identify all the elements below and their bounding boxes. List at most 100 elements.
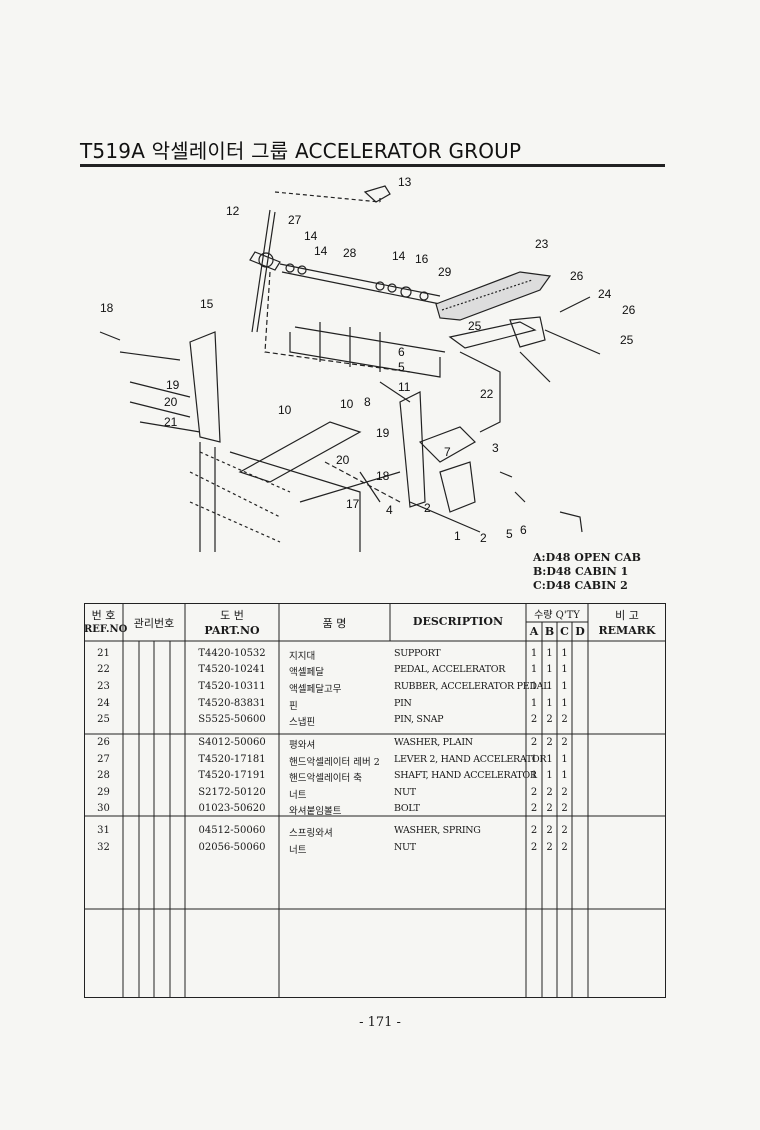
cell-name: 핀 (289, 701, 298, 712)
cell-c: 2 (561, 842, 568, 853)
title-rule (80, 164, 665, 167)
legend-item: C:D48 CABIN 2 (533, 579, 628, 592)
callout-19a: 19 (166, 378, 180, 392)
callout-19b: 19 (376, 426, 390, 440)
cell-c: 1 (561, 770, 568, 781)
cell-part: T4520-10311 (198, 681, 266, 692)
callout-8: 8 (364, 395, 371, 409)
cell-c: 1 (561, 664, 568, 675)
callout-25b: 25 (468, 319, 482, 333)
callout-14c: 14 (392, 249, 406, 263)
cell-desc: SUPPORT (394, 648, 441, 659)
cell-name: 너트 (289, 845, 307, 856)
cell-b: 1 (546, 681, 553, 692)
table-grid (84, 603, 666, 998)
cell-c: 2 (561, 825, 568, 836)
cell-part: S5525-50600 (198, 714, 266, 725)
cell-part: T4520-10241 (198, 664, 266, 675)
cell-ref: 30 (97, 803, 110, 814)
callout-18a: 18 (100, 301, 114, 315)
cell-part: T4520-17181 (198, 754, 266, 765)
cell-ref: 27 (97, 754, 110, 765)
callout-24: 24 (598, 287, 612, 301)
cell-part: S2172-50120 (198, 787, 266, 798)
cell-name: 지지대 (289, 651, 316, 662)
callout-12: 12 (226, 204, 240, 218)
callout-21: 21 (164, 415, 178, 429)
cell-b: 2 (546, 842, 553, 853)
cell-name: 와셔붙임볼트 (289, 806, 342, 817)
callout-27: 27 (288, 213, 302, 227)
header-name-ko: 품 명 (322, 617, 347, 630)
callout-5a: 5 (398, 360, 405, 374)
parts-table: 번 호 REF.NO 관리번호 도 번 PART.NO 품 명 DESCRIPT… (84, 603, 666, 998)
cell-name: 핸드악셀레이터 레버 2 (289, 757, 380, 768)
cell-a: 1 (530, 664, 538, 675)
cell-desc: PEDAL, ACCELERATOR (394, 664, 506, 675)
cell-part: T4420-10532 (198, 648, 266, 659)
cell-a: 2 (530, 803, 538, 814)
callout-4: 4 (386, 503, 393, 517)
cell-c: 2 (561, 787, 568, 798)
cell-name: 너트 (289, 790, 307, 801)
callout-13: 13 (398, 175, 412, 189)
callout-18b: 18 (376, 469, 390, 483)
cell-desc: RUBBER, ACCELERATOR PEDAL (394, 681, 550, 692)
cell-b: 1 (546, 648, 553, 659)
callout-16: 16 (415, 252, 429, 266)
cell-a: 1 (530, 648, 538, 659)
cell-a: 2 (530, 842, 538, 853)
cell-b: 1 (546, 664, 553, 675)
cell-ref: 21 (97, 648, 110, 659)
cell-part: S4012-50060 (198, 737, 266, 748)
cell-c: 1 (561, 754, 568, 765)
header-qty-d: D (575, 625, 585, 638)
cell-ref: 23 (97, 681, 110, 692)
cell-ref: 26 (97, 737, 110, 748)
cell-part: T4520-17191 (198, 770, 266, 781)
header-qty-c: C (560, 625, 569, 638)
cell-desc: WASHER, SPRING (394, 825, 481, 836)
cell-c: 1 (561, 681, 568, 692)
cell-name: 액셀페달 (289, 667, 324, 678)
legend-item: A:D48 OPEN CAB (533, 551, 641, 564)
cell-a: 2 (530, 737, 538, 748)
cell-b: 1 (546, 770, 553, 781)
cell-c: 2 (561, 803, 568, 814)
cell-part: 04512-50060 (198, 825, 266, 836)
callout-10a: 10 (278, 403, 292, 417)
cell-c: 2 (561, 714, 568, 725)
header-ref-en: REF.NO (84, 624, 128, 635)
callout-5b: 5 (506, 527, 513, 541)
callout-10b: 10 (340, 397, 354, 411)
callout-2b: 2 (480, 531, 487, 545)
header-ref-ko: 번 호 (91, 609, 116, 622)
header-remark-ko: 비 고 (615, 609, 639, 622)
cell-b: 1 (546, 754, 553, 765)
cell-name: 스냅핀 (289, 717, 316, 728)
cell-ref: 22 (97, 664, 110, 675)
cell-a: 2 (530, 825, 538, 836)
cell-desc: NUT (394, 842, 416, 853)
cell-ref: 32 (97, 842, 110, 853)
callout-15: 15 (200, 297, 214, 311)
cell-ref: 25 (97, 714, 110, 725)
cell-name: 평와셔 (289, 740, 316, 751)
callout-6b: 6 (520, 523, 527, 537)
cell-c: 2 (561, 737, 568, 748)
page-number: - 171 - (359, 1015, 401, 1030)
callout-1: 1 (454, 529, 461, 543)
cell-desc: PIN, SNAP (394, 714, 444, 725)
header-qty: 수량 Q'TY (534, 610, 580, 621)
header-part-ko: 도 번 (220, 609, 244, 622)
header-description: DESCRIPTION (412, 615, 504, 628)
callout-25a: 25 (620, 333, 634, 347)
cell-name: 핸드악셀레이터 축 (289, 773, 362, 784)
callout-6a: 6 (398, 345, 405, 359)
callout-20a: 20 (164, 395, 178, 409)
callout-3: 3 (492, 441, 499, 455)
cell-b: 2 (546, 714, 553, 725)
cell-desc: LEVER 2, HAND ACCELERATOR (394, 754, 547, 765)
cell-c: 1 (561, 698, 568, 709)
cell-part: 02056-50060 (198, 842, 266, 853)
